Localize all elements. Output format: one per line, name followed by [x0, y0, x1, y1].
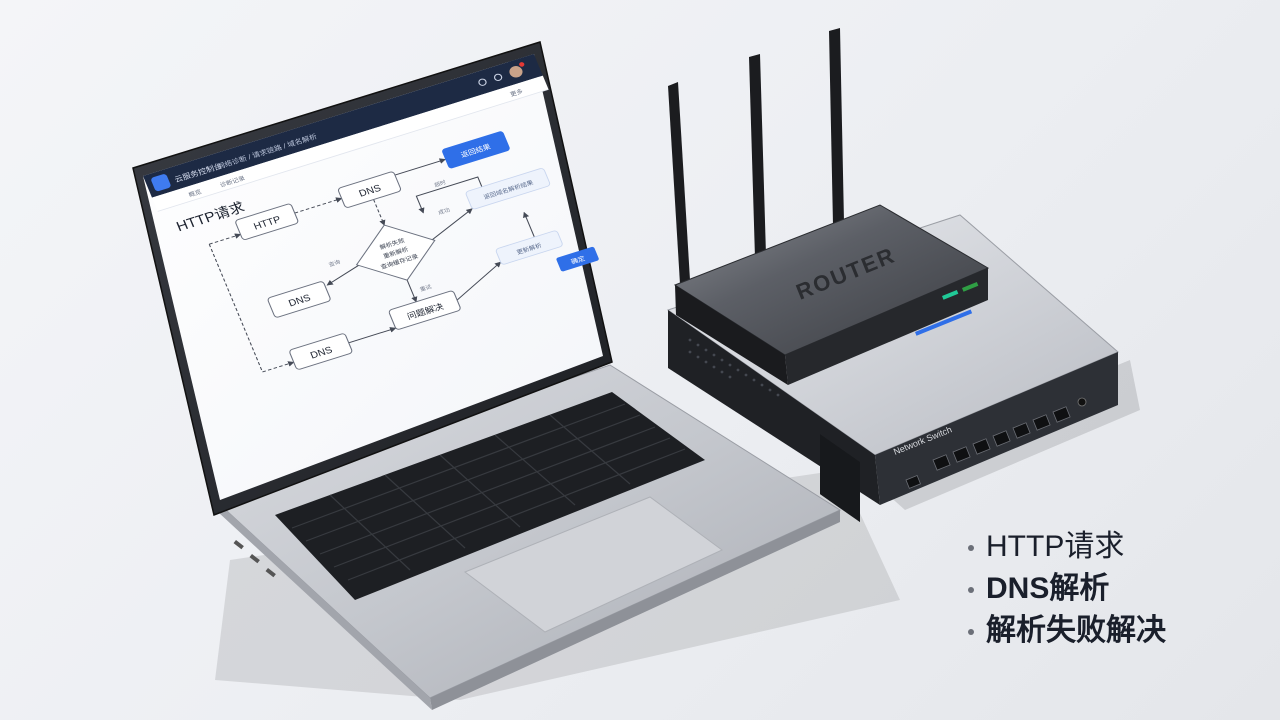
node-dns-mid[interactable]	[267, 281, 331, 318]
confirm-button[interactable]	[556, 246, 600, 272]
node-fix[interactable]	[388, 290, 461, 330]
usb-port	[249, 554, 260, 564]
trackpad[interactable]	[463, 496, 723, 633]
usb-port	[265, 568, 276, 578]
edge-dns-result	[394, 158, 446, 176]
edge-http-dns	[294, 197, 343, 214]
edge-label-success: 成功	[437, 206, 451, 217]
node-result-top[interactable]	[441, 130, 511, 169]
ethernet-port[interactable]	[992, 430, 1011, 447]
edge-label-timeout: 超时	[433, 178, 447, 189]
ethernet-port[interactable]	[952, 446, 971, 463]
edge-decision-fix	[406, 279, 418, 303]
screen-content: 云服务控制台 网络诊断 / 请求链路 / 域名解析 概览 诊断记录 更多 HTT…	[143, 53, 600, 373]
node-http[interactable]	[235, 203, 299, 240]
bullet-item: 解析失败解决	[968, 610, 1268, 652]
ethernet-port[interactable]	[1012, 422, 1031, 439]
bullet-text: 解析失败解决	[986, 614, 1166, 647]
node-decision[interactable]	[345, 213, 446, 292]
laptop-base-left-edge	[215, 500, 432, 710]
power-jack[interactable]	[1077, 397, 1087, 407]
bullet-dot	[968, 629, 974, 635]
bullet-dot	[968, 545, 974, 551]
sub-toolbar-divider	[157, 88, 549, 212]
feature-bullet-list: HTTP请求 DNS解析 解析失败解决	[968, 526, 1268, 652]
edge-label-query: 查询	[327, 258, 341, 269]
bullet-text: DNS解析	[986, 572, 1110, 605]
tab-overview[interactable]: 概览	[187, 188, 202, 199]
edge-label-retry: 重试	[419, 283, 433, 294]
edge-dns-decision	[373, 199, 386, 226]
antenna-right	[829, 28, 844, 225]
edge-small-up	[523, 211, 535, 238]
status-led	[962, 282, 979, 292]
node-dns-bottom[interactable]	[289, 333, 353, 370]
sub-toolbar	[152, 75, 549, 212]
status-led	[942, 290, 959, 300]
antenna-left	[668, 82, 690, 284]
node-result-panel[interactable]	[465, 168, 551, 210]
keyboard-keys	[291, 403, 686, 581]
more-menu[interactable]: 更多	[509, 87, 524, 98]
bullet-item: HTTP请求	[968, 526, 1268, 568]
ethernet-port[interactable]	[1052, 406, 1071, 423]
switch-grille	[820, 434, 860, 523]
router-side	[675, 285, 788, 385]
router-front	[785, 268, 988, 385]
edge-fix-small	[456, 261, 502, 301]
router: ROUTER	[668, 28, 990, 385]
ethernet-port[interactable]	[1032, 414, 1051, 431]
edge-panel-back	[415, 176, 483, 214]
laptop-base-edge	[430, 510, 840, 710]
ethernet-port[interactable]	[932, 454, 951, 471]
bell-icon[interactable]	[493, 73, 503, 82]
edge-decision-dnsmid	[326, 262, 363, 286]
app-logo-icon	[151, 174, 171, 192]
node-result-small[interactable]	[495, 230, 563, 265]
antenna-middle	[749, 54, 766, 258]
edge-decision-panel	[428, 208, 473, 243]
bullet-dot	[968, 587, 974, 593]
usb-port	[233, 540, 244, 550]
bullet-text: HTTP请求	[986, 530, 1125, 563]
notification-dot	[519, 62, 525, 67]
sfp-port[interactable]	[905, 474, 922, 489]
bullet-item: DNS解析	[968, 568, 1268, 610]
app-header	[143, 53, 543, 198]
switch-vents	[688, 338, 780, 397]
ethernet-port[interactable]	[972, 438, 991, 455]
edge-dnsbottom-fix	[348, 327, 397, 344]
search-icon[interactable]	[478, 78, 487, 86]
avatar[interactable]	[508, 64, 525, 79]
ethernet-ports	[932, 406, 1071, 471]
node-dns-top[interactable]	[337, 171, 402, 208]
status-led	[915, 309, 973, 336]
